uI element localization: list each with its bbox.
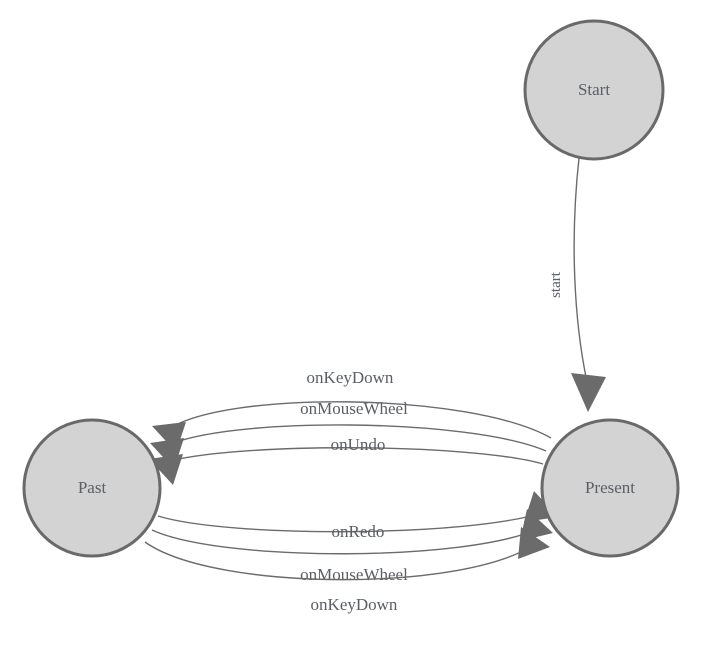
node-present-label: Present: [585, 478, 635, 497]
edge-start-to-present-label: start: [548, 271, 564, 298]
node-past-circle: [22, 418, 162, 558]
edge-past-to-present-onkeydown-label: onKeyDown: [311, 595, 398, 614]
edge-past-to-present-onredo[interactable]: onRedo: [157, 491, 558, 541]
node-past[interactable]: Past: [22, 418, 162, 558]
edge-start-to-present-arrowhead: [571, 373, 606, 412]
edge-past-to-present-onredo-path: [157, 511, 546, 533]
node-start[interactable]: Start: [523, 19, 665, 161]
node-present[interactable]: Present: [540, 418, 680, 558]
edge-start-to-present-path: [573, 157, 588, 383]
edge-past-to-present-onkeydown-arrowhead: [518, 527, 550, 559]
edge-present-to-past-onkeydown-path: [165, 401, 552, 439]
edge-present-to-past-onmousewheel-label: onMouseWheel: [300, 399, 408, 418]
edge-past-to-present-onmousewheel-label: onMouseWheel: [300, 565, 408, 584]
edge-past-to-present-onredo-label: onRedo: [332, 522, 385, 541]
edge-past-to-present-onkeydown[interactable]: onKeyDown: [144, 527, 550, 614]
node-start-label: Start: [578, 80, 610, 99]
node-present-circle: [540, 418, 680, 558]
edge-present-to-past-onmousewheel[interactable]: onMouseWheel: [150, 399, 547, 469]
edge-present-to-past-onmousewheel-path: [163, 424, 547, 452]
edge-present-to-past-onundo-label: onUndo: [331, 435, 386, 454]
edge-start-to-present[interactable]: start: [548, 157, 606, 412]
node-start-circle: [523, 19, 665, 161]
edge-past-to-present-onmousewheel-path: [151, 527, 541, 555]
node-past-label: Past: [78, 478, 107, 497]
edge-past-to-present-onmousewheel[interactable]: onMouseWheel: [151, 509, 553, 584]
edge-present-to-past-onundo[interactable]: onUndo: [149, 435, 544, 485]
edge-past-to-present-onkeydown-path: [144, 541, 537, 581]
edge-present-to-past-onkeydown-label: onKeyDown: [307, 368, 394, 387]
edge-present-to-past-onundo-path: [162, 447, 544, 465]
edge-present-to-past-onundo-arrowhead: [149, 454, 183, 485]
